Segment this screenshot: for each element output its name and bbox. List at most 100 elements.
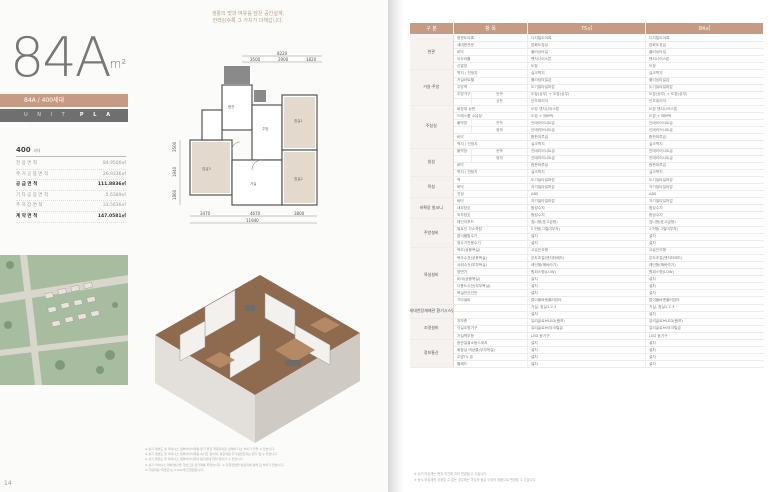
spec-value-75: 합성수지 [527,204,646,213]
spec-value-75: 2구형(그릴미부착) [527,226,646,234]
spec-value-84: 유리글로브/아크릴급 [645,325,764,333]
spec-value-84: 도장(상부) + 도장(상부) [645,91,764,99]
spec-value-84: 설치 [645,233,764,241]
spec-header-row: 구 분 항 목 75㎡ 84㎡ [409,22,765,35]
spec-value-75: 도기질타일마감 [527,84,646,92]
spec-item: 벽지 / 천정지 [453,69,528,78]
area-label: 기 타 공 용 면 적 [16,192,48,198]
header-75: 75㎡ [527,22,647,35]
spec-value-84: 설치 [645,353,764,362]
header-item: 항 목 [452,22,529,35]
spec-item [453,155,472,163]
spec-item: 붙박장 [453,119,472,128]
spec-item: 드레스룸 수납장 [453,112,528,121]
spec-note: ※ 상기 마감재는 현장 여건에 따라 변경될 수 있습니다. [414,472,488,476]
tagline-line-2: 한라감수록 그 가치가 더해갑니다. [212,18,284,24]
left-page: 생활의 멋과 여유를 담은 공간설계, 한라감수록 그 가치가 더해갑니다. 8… [0,11,360,487]
spec-value-75: 인조대리석 [527,98,646,106]
spec-item: 벽지 / 천정지 [453,140,528,149]
spec-value-75: 레인형(해바라기) [527,261,646,270]
plan-type-title: 84Am² [10,28,126,88]
spec-value-75: 실크벽지 [527,169,646,177]
spec-category: 현관 [409,34,454,71]
spec-subitem: 문짝 [470,119,529,128]
spec-item: 거실아트월 [453,77,528,85]
spec-value-75: 도장(상부) + 도장(상부) [527,91,646,99]
footnote: ※ 상기 평면도 및 마이너스 일부어이식계를 속기한 참이며, 외관처럼 추가… [145,452,278,457]
spec-item: 신발장 [453,62,528,71]
spec-category: 비확장 발코니 [409,197,454,220]
spec-value-84: LED 등기구 [645,332,764,341]
dim-bottom: 3800 [294,211,305,216]
area-label: 계 약 면 적 [16,213,38,219]
area-title: 400 세대 [16,146,126,157]
dim-side: 1860 [172,189,177,200]
spec-item: 바닥 [453,133,528,142]
spec-value-75: 설치 [527,240,646,248]
svg-text:침실1: 침실1 [294,118,303,123]
spec-item: 지하층 [453,318,528,326]
spec-value-84: 설치 [645,275,764,284]
spec-notes: ※ 상기 마감재는 현장 여건에 따라 변경될 수 있습니다. ※ 동소 마감재… [414,472,754,483]
spec-item: 바닥 [453,183,528,192]
spec-value-75: 도장 [527,62,646,71]
spec-value-75: 멘지니어스톤 [527,55,646,64]
spec-item: 다용도수전(부부욕실) [453,282,528,291]
spec-value-84: 접이물바엔플러임터 [645,296,764,305]
spec-value-84: 합판마루급 [645,162,764,170]
spec-value-84: 폴리싱타일 [645,48,764,57]
spec-subitem: 상판 [470,98,529,106]
plan-unit: m² [109,57,127,71]
spec-item [453,98,472,106]
spec-value-84: 도기질타일마감 [645,176,764,184]
spec-row: 욕조수전(공용욕실)온도조절(엔지티베드)온도조절(엔지티베드) [410,254,764,263]
spec-value-75: 도장 엔지니어스톤 [527,105,646,114]
spec-item: 현관일괄소등스위치 [453,339,528,348]
footnote: ※ 상기 마이너스 택배 발산을 기반으로 판거래를 되었습니다. ※ 전략전면… [145,462,284,467]
spec-value-84: 실크벽지 [645,69,764,78]
spec-value-84: 온도조절(엔지티베드) [645,254,764,263]
spec-item: 주방TV 폰 [453,353,528,362]
spec-item: 비데(공용욕실) [453,275,528,284]
spec-value-84: 합판마루급 [645,133,764,142]
dim-bottom: 4670 [250,211,261,216]
spec-subitem: 문짝 [470,148,529,156]
spec-value-84: 2구형(그릴미부착) [645,226,764,234]
spec-value-84: 설치 [645,311,764,319]
spec-category: 조명설비 [409,318,454,341]
spec-value-75: 자기질타일마감 [527,197,646,206]
spec-value-75: ABS [527,190,646,199]
spec-value-75: 온도조절(엔지티베드) [527,254,646,263]
spec-value-75: 폴리싱타일 [527,48,646,57]
spec-item: 월패드 [453,360,528,369]
footnote: ※ 상기 평면도 및 마이너스 일부어이식계를 알기 위한 개략자의로 실제와 … [145,447,275,451]
spec-value-75: 원피스형(LOW) [527,268,646,277]
spec-value-75: 인테리어시트급 [527,148,646,156]
svg-text:침실2: 침실2 [294,176,303,181]
spec-value-84: 침니형(표고급형) [645,218,764,227]
spec-item: 바닥 [453,48,528,57]
spec-item: 샤워수전(부부욕실) [453,261,528,270]
